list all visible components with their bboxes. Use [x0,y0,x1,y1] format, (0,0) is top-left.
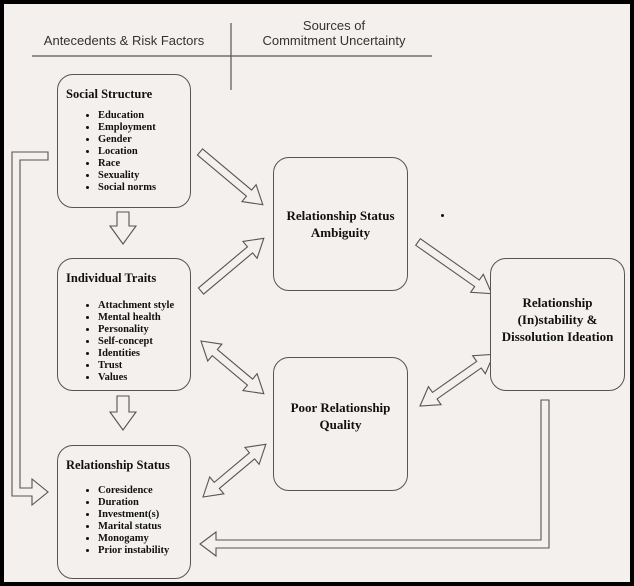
list-item: Coresidence [98,485,190,497]
factor-list: Attachment style Mental health Personali… [58,300,190,384]
header-sources-line1: Sources of [302,18,366,33]
box-relationship-instability: Relationship (In)stability & Dissolution… [490,258,625,391]
box-label-line2: Quality [319,417,362,432]
diagram-canvas: Antecedents & Risk Factors Sources of Co… [4,4,630,582]
arrow-traits-quality-bidirectional [200,340,265,395]
list-item: Monogamy [98,533,190,545]
box-label-line3: Dissolution Ideation [501,329,614,344]
list-item: Trust [98,360,190,372]
box-label-line1: Relationship Status [286,208,395,223]
arrow-instability-to-status-feedback [199,399,550,558]
box-relationship-status: Relationship Status Coresidence Duration… [57,445,191,579]
box-label-line1: Relationship [522,295,593,310]
list-item: Identities [98,348,190,360]
header-sources: Sources of Commitment Uncertainty [244,18,424,48]
arrow-social-to-ambiguity [196,148,264,206]
arrow-ambiguity-to-instability [414,237,493,295]
header-sources-line2: Commitment Uncertainty [262,33,406,48]
list-item: Duration [98,497,190,509]
list-item: Investment(s) [98,509,190,521]
arrow-social-to-traits [108,211,138,245]
arrow-status-quality-bidirectional [202,443,267,498]
box-label-line1: Poor Relationship [290,400,391,415]
box-label-line2: Ambiguity [310,225,371,240]
list-item: Location [98,146,190,158]
list-item: Gender [98,134,190,146]
list-item: Race [98,158,190,170]
box-social-structure: Social Structure Education Employment Ge… [57,74,191,208]
list-item: Prior instability [98,545,190,557]
arrows-layer [11,23,550,558]
box-relationship-status-ambiguity: Relationship Status Ambiguity [273,157,408,291]
box-individual-traits: Individual Traits Attachment style Menta… [57,258,191,391]
arrow-social-to-status-feedback [11,151,49,507]
box-poor-relationship-quality: Poor Relationship Quality [273,357,408,491]
stray-dot [441,214,444,217]
list-item: Attachment style [98,300,190,312]
list-item: Values [98,372,190,384]
list-item: Employment [98,122,190,134]
box-label-line2: (In)stability & [517,312,598,327]
header-antecedents: Antecedents & Risk Factors [43,33,205,48]
factor-list: Coresidence Duration Investment(s) Marit… [58,485,190,557]
list-item: Social norms [98,182,190,194]
list-item: Mental health [98,312,190,324]
arrow-quality-instability-bidirectional [419,353,495,407]
list-item: Personality [98,324,190,336]
box-title: Social Structure [66,87,153,101]
arrow-traits-to-ambiguity [197,237,265,295]
box-title: Individual Traits [66,271,157,285]
list-item: Marital status [98,521,190,533]
box-title: Relationship Status [66,458,170,472]
list-item: Sexuality [98,170,190,182]
list-item: Education [98,110,190,122]
list-item: Self-concept [98,336,190,348]
factor-list: Education Employment Gender Location Rac… [58,110,190,194]
arrow-traits-to-status [108,395,138,431]
